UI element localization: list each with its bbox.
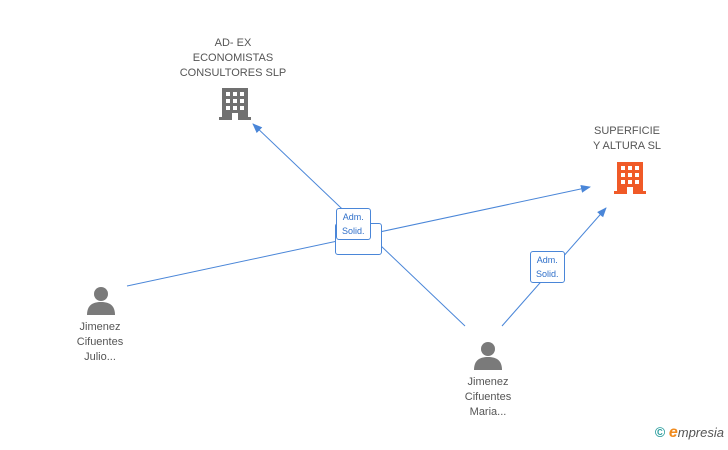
company-name-line: AD- EX: [214, 37, 252, 49]
person-name-line: Jimenez: [467, 376, 509, 388]
role-badge[interactable]: Adm. Solid.: [530, 251, 565, 283]
role-badge-line: Adm.: [536, 255, 558, 265]
building-icon[interactable]: [219, 86, 251, 120]
company-name-line: CONSULTORES SLP: [179, 67, 287, 79]
company-name-line: ECONOMISTAS: [192, 52, 274, 64]
person-label-julio[interactable]: Jimenez Cifuentes Julio...: [52, 320, 148, 365]
role-badge-line: Adm.: [342, 212, 364, 222]
role-badge-line: Solid.: [342, 226, 365, 236]
company-name-line: SUPERFICIE: [593, 125, 660, 137]
brand-name: mpresia: [677, 425, 724, 440]
person-name-line: Jimenez: [79, 321, 121, 333]
person-name-line: Cifuentes: [464, 391, 512, 403]
person-label-maria[interactable]: Jimenez Cifuentes Maria...: [440, 375, 536, 420]
person-name-line: Cifuentes: [76, 336, 124, 348]
brand-initial: e: [668, 424, 678, 441]
role-badge-line: Solid.: [536, 269, 559, 279]
company-label-superficie[interactable]: SUPERFICIE Y ALTURA SL: [567, 124, 687, 154]
person-name-line: Maria...: [469, 406, 507, 418]
copyright-symbol: ©: [654, 424, 666, 440]
empresia-logo: © empresia: [655, 424, 724, 442]
role-badge[interactable]: Adm. Solid.: [336, 208, 371, 240]
company-label-adex[interactable]: AD- EX ECONOMISTAS CONSULTORES SLP: [163, 36, 303, 81]
person-name-line: Julio...: [84, 351, 116, 363]
company-name-line: Y ALTURA SL: [592, 140, 662, 152]
person-icon[interactable]: [473, 340, 503, 370]
building-icon[interactable]: [614, 160, 646, 194]
person-icon[interactable]: [86, 285, 116, 315]
